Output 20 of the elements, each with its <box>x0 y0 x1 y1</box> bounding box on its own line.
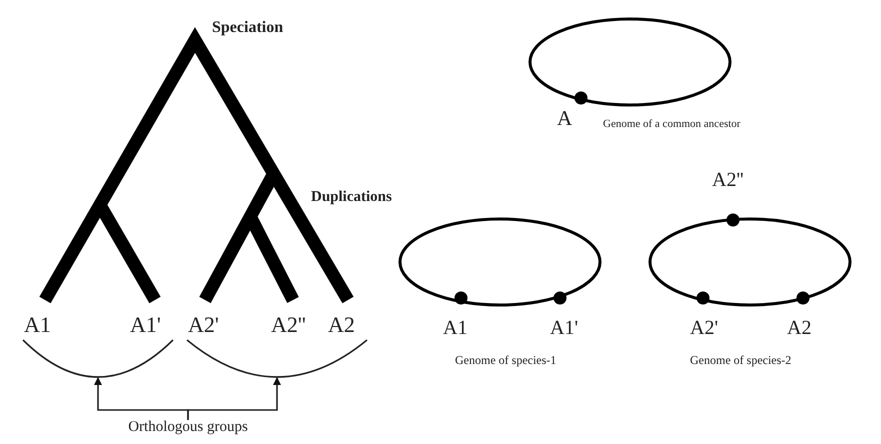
gene-label: A1' <box>550 318 578 338</box>
leaf-label: A1' <box>130 314 161 336</box>
gene-label: A2'' <box>712 170 744 190</box>
bracket-arc <box>186 338 368 378</box>
arrow <box>187 377 281 420</box>
bracket-arc <box>22 338 174 378</box>
leaf-label: A2'' <box>271 314 306 336</box>
gene-label: A2 <box>787 318 812 338</box>
leaf-label: A1 <box>24 314 51 336</box>
leaf-label: A2 <box>328 314 355 336</box>
gene-label: A <box>557 108 572 129</box>
group-label: Orthologous groups <box>127 420 249 435</box>
node-label: Speciation <box>212 20 284 36</box>
caption: Genome of a common ancestor <box>603 119 740 130</box>
node-label: Duplications <box>311 190 392 205</box>
gene-label: A2' <box>690 318 718 338</box>
leaf-label: A2' <box>188 314 219 336</box>
gene-label: A1 <box>443 318 468 338</box>
caption: Genome of species-1 <box>455 354 556 366</box>
caption: Genome of species-2 <box>690 354 792 366</box>
